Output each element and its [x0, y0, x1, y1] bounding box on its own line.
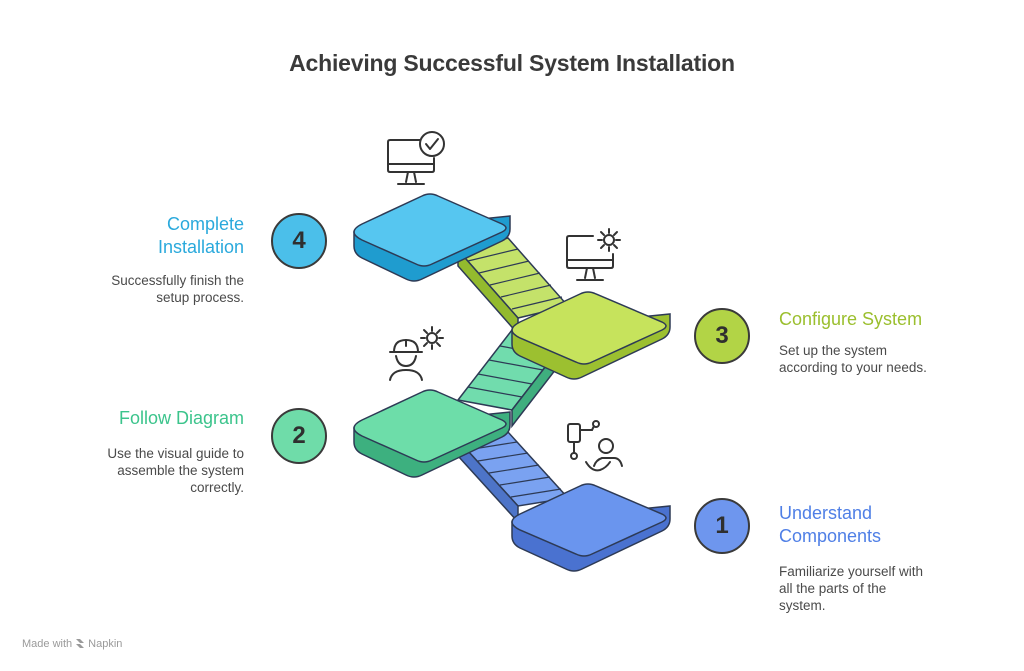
monitor-gear-icon: [566, 228, 621, 281]
step-3-badge: 3: [694, 308, 750, 364]
worker-gear-icon: [389, 326, 444, 381]
step-3-desc-line2: according to your needs.: [779, 360, 927, 375]
step-3-number: 3: [715, 322, 729, 349]
step-2-heading-line1: Follow Diagram: [118, 408, 244, 428]
step-4-heading-line1: Complete: [166, 214, 244, 234]
step-2-desc-line1: Use the visual guide to: [107, 446, 244, 461]
step-1-description: Familiarize yourself with all the parts …: [779, 563, 923, 614]
step-1-heading-line1: Understand: [779, 503, 873, 523]
step-4-desc-line1: Successfully finish the: [111, 273, 244, 288]
footer-brand-text: Napkin: [88, 638, 123, 650]
napkin-logo-icon: [76, 639, 85, 648]
step-1-desc-line3: system.: [779, 598, 826, 613]
made-with-napkin-footer[interactable]: Made with Napkin: [22, 638, 122, 650]
step-2-desc-line3: correctly.: [190, 480, 244, 495]
step-3-desc-line1: Set up the system: [779, 343, 888, 358]
components-diagram-person-icon: [567, 420, 623, 472]
step-4-badge: 4: [271, 213, 327, 269]
step-1-desc-line1: Familiarize yourself with: [779, 564, 924, 579]
platform-step-1: [511, 483, 671, 572]
platform-step-4: [353, 193, 511, 282]
step-2-desc-line2: assemble the system: [117, 463, 244, 478]
step-2-description: Use the visual guide to assemble the sys…: [107, 445, 244, 496]
step-1-number: 1: [715, 512, 729, 539]
step-4-heading-line2: Installation: [157, 237, 244, 257]
step-3-description: Set up the system according to your need…: [779, 342, 927, 376]
step-4-heading: Complete Installation: [158, 213, 244, 259]
step-1-badge: 1: [694, 498, 750, 554]
monitor-check-icon: [387, 131, 445, 185]
step-3-heading: Configure System: [779, 308, 922, 331]
step-1-heading: Understand Components: [779, 502, 881, 548]
step-4-number: 4: [292, 227, 306, 254]
page-title: Achieving Successful System Installation: [289, 50, 735, 76]
step-4-description: Successfully finish the setup process.: [111, 272, 244, 306]
step-4-desc-line2: setup process.: [156, 290, 244, 305]
step-2-badge: 2: [271, 408, 327, 464]
step-1-heading-line2: Components: [779, 526, 882, 546]
step-2-number: 2: [292, 422, 306, 449]
step-2-heading: Follow Diagram: [119, 407, 244, 430]
step-1-desc-line2: all the parts of the: [779, 581, 887, 596]
footer-made-with-text: Made with: [22, 638, 73, 650]
platform-step-2: [353, 389, 511, 478]
step-3-heading-line1: Configure System: [779, 309, 923, 329]
platform-step-3: [511, 291, 671, 380]
